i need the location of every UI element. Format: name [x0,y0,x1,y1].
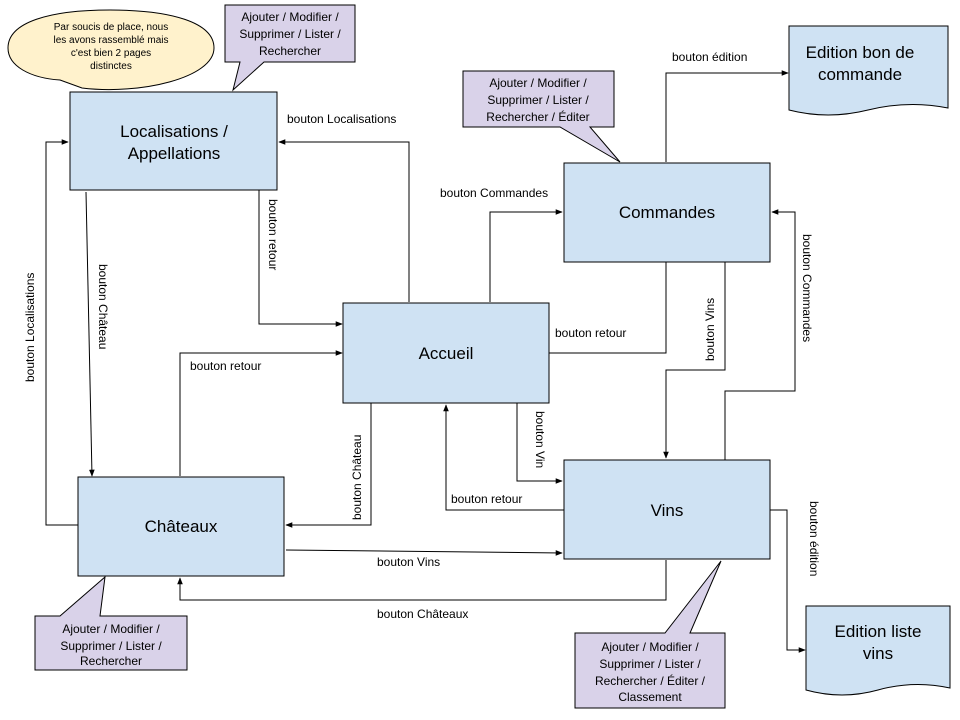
callout-vins-line2: Supprimer / Lister / [599,657,701,671]
callout-chateaux-line3: Rechercher [80,654,142,668]
node-localisations-line2: Appellations [128,144,221,163]
callout-chateaux-line2: Supprimer / Lister / [60,639,162,653]
node-commandes-label: Commandes [619,203,715,222]
label-chateaux-to-accueil: bouton retour [190,359,261,373]
label-localisations-to-chateaux: bouton Château [96,264,110,349]
label-chateaux-to-vins: bouton Vins [377,555,440,569]
edge-accueil-to-commandes [489,209,563,302]
edge-chateaux-to-localisations [45,139,78,526]
node-chateaux: Châteaux [77,476,285,577]
doc-edition-liste-vins: Edition liste vins [805,605,951,696]
callout-vins-line4: Classement [618,690,682,704]
label-accueil-to-commandes: bouton Commandes [440,186,548,200]
note-bubble-line2: les avons rassemblé mais [53,35,168,46]
edge-localisations-to-chateaux [85,191,95,477]
doc-edition-vins-line2: vins [863,644,893,663]
edge-vins-to-accueil [443,404,564,511]
edge-commandes-to-edition [665,70,789,162]
label-localisations-to-accueil: bouton retour [266,199,280,270]
edge-accueil-to-chateaux [285,403,372,528]
edge-accueil-to-vins [516,403,563,484]
callout-chateaux: Ajouter / Modifier / Supprimer / Lister … [34,575,188,671]
callout-commandes-line2: Supprimer / Lister / [487,93,589,107]
doc-edition-bon-commande: Edition bon de commande [788,25,949,116]
label-vins-to-commandes: bouton Commandes [800,234,814,342]
label-commandes-to-edition: bouton édition [672,50,747,64]
label-vins-to-accueil: bouton retour [451,492,522,506]
callout-localisations-line1: Ajouter / Modifier / [241,10,339,24]
edge-chateaux-to-vins [285,549,563,556]
callout-chateaux-line1: Ajouter / Modifier / [62,622,160,636]
note-bubble-line4: distinctes [90,61,132,72]
edge-vins-to-commandes [724,209,796,460]
doc-edition-commande-line1: Edition bon de [806,43,915,62]
callout-vins-line1: Ajouter / Modifier / [601,640,699,654]
label-accueil-to-localisations: bouton Localisations [287,112,396,126]
edge-vins-to-chateaux [177,560,667,601]
edge-commandes-to-vins [663,262,726,459]
node-vins: Vins [563,459,771,560]
note-bubble-line3: c'est bien 2 pages [71,48,151,59]
edge-chateaux-to-accueil [179,350,343,476]
callout-vins: Ajouter / Modifier / Supprimer / Lister … [574,560,726,709]
note-bubble-line1: Par soucis de place, nous [54,22,169,33]
callout-localisations: Ajouter / Modifier / Supprimer / Lister … [224,4,356,92]
label-accueil-to-vins: bouton Vin [533,411,547,468]
label-commandes-to-vins: bouton Vins [703,298,717,361]
node-accueil-label: Accueil [419,344,474,363]
doc-edition-vins-line1: Edition liste [835,622,922,641]
edge-commandes-to-accueil [549,262,667,354]
callout-localisations-line3: Rechercher [259,44,321,58]
label-vins-to-edition: bouton édition [807,501,821,576]
edge-vins-to-edition [770,509,806,653]
label-commandes-to-accueil: bouton retour [555,326,626,340]
doc-edition-commande-line2: commande [818,65,902,84]
node-accueil: Accueil [342,302,550,404]
label-chateaux-to-localisations: bouton Localisations [23,273,37,382]
callout-commandes-line3: Rechercher / Éditer [486,109,589,124]
callout-vins-line3: Rechercher / Éditer / [595,673,706,688]
label-vins-to-chateaux: bouton Châteaux [377,607,468,621]
edge-accueil-to-localisations [278,139,410,302]
callout-commandes-line1: Ajouter / Modifier / [489,76,587,90]
callout-commandes: Ajouter / Modifier / Supprimer / Lister … [462,70,621,163]
node-localisations: Localisations / Appellations [69,91,278,191]
node-commandes: Commandes [563,162,771,263]
node-localisations-line1: Localisations / [120,122,228,141]
edge-localisations-to-accueil [258,190,343,327]
callout-localisations-line2: Supprimer / Lister / [239,27,341,41]
node-chateaux-label: Châteaux [145,517,218,536]
note-bubble: Par soucis de place, nous les avons rass… [7,9,215,91]
node-vins-label: Vins [651,501,684,520]
label-accueil-to-chateaux: bouton Château [350,435,364,520]
